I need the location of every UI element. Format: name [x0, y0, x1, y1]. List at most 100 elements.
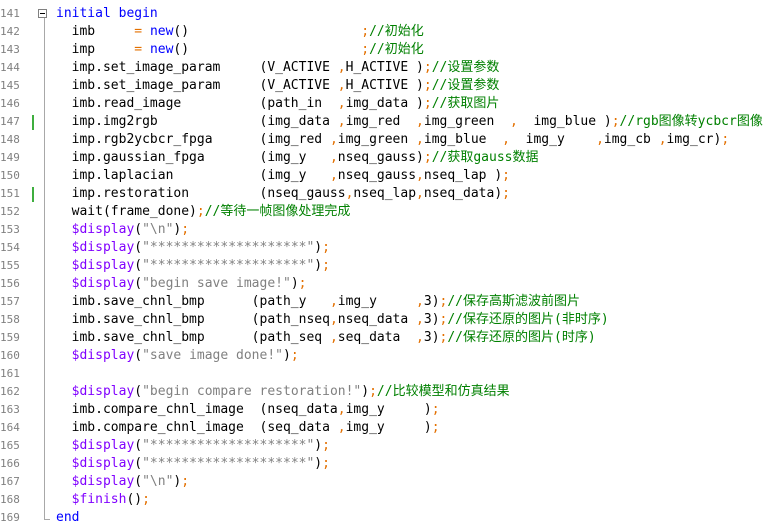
- code-line[interactable]: 158 imb.save_chnl_bmp (path_nseq,nseq_da…: [0, 311, 781, 329]
- code-line[interactable]: 159 imb.save_chnl_bmp (path_seq ,seq_dat…: [0, 329, 781, 347]
- code-token: (: [134, 348, 143, 363]
- code-token: ;: [196, 204, 205, 219]
- code-text: $display("\n");: [56, 221, 189, 239]
- line-number: 142: [0, 25, 20, 38]
- code-line[interactable]: 161: [0, 365, 781, 383]
- line-number: 154: [0, 241, 20, 254]
- code-token: nseq_gauss): [337, 150, 424, 165]
- code-token: (: [134, 474, 143, 489]
- line-number: 155: [0, 259, 20, 272]
- code-line[interactable]: 149 imp.gaussian_fpga (img_y ,nseq_gauss…: [0, 149, 781, 167]
- code-line[interactable]: 165 $display("********************");: [0, 437, 781, 455]
- code-line[interactable]: 152 wait(frame_done);//等待一帧图像处理完成: [0, 203, 781, 221]
- code-token: (): [173, 42, 190, 57]
- code-token: ;: [423, 150, 432, 165]
- code-line[interactable]: 168 $finish();: [0, 491, 781, 509]
- code-token: //获取gauss数据: [431, 150, 539, 165]
- code-line[interactable]: 162 $display("begin compare restoration!…: [0, 383, 781, 401]
- code-token: nseq_lap ): [423, 168, 503, 183]
- code-token: ;: [423, 60, 432, 75]
- code-line[interactable]: 150 imp.laplacian (img_y ,nseq_gauss,nse…: [0, 167, 781, 185]
- code-token: imb.save_chnl_bmp (path_y: [56, 294, 330, 309]
- code-token: ;: [322, 456, 330, 471]
- code-token: new: [149, 24, 174, 39]
- code-token: "\n": [142, 222, 174, 237]
- code-token: ;: [423, 78, 432, 93]
- code-token: $display: [56, 222, 135, 237]
- code-token: ,: [329, 330, 338, 345]
- line-number: 168: [0, 493, 20, 506]
- code-line[interactable]: 160 $display("save image done!");: [0, 347, 781, 365]
- line-number: 169: [0, 511, 20, 524]
- line-number: 151: [0, 187, 20, 200]
- code-line[interactable]: 163 imb.compare_chnl_image (nseq_data,im…: [0, 401, 781, 419]
- code-token: //rgb图像转ycbcr图像: [619, 114, 763, 129]
- code-text: imp.gaussian_fpga (img_y ,nseq_gauss);//…: [56, 149, 539, 167]
- code-line[interactable]: 151 imp.restoration (nseq_gauss,nseq_lap…: [0, 185, 781, 203]
- code-token: "********************": [142, 456, 315, 471]
- code-line[interactable]: 166 $display("********************");: [0, 455, 781, 473]
- code-token: 3): [423, 294, 440, 309]
- code-token: //保存还原的图片(非时序): [447, 312, 609, 327]
- code-token: ;: [502, 186, 510, 201]
- code-token: (: [134, 276, 143, 291]
- code-text: $finish();: [56, 491, 150, 509]
- code-line[interactable]: 164 imb.compare_chnl_image (seq_data ,im…: [0, 419, 781, 437]
- code-line[interactable]: 153 $display("\n");: [0, 221, 781, 239]
- line-number: 150: [0, 169, 20, 182]
- code-line[interactable]: 157 imb.save_chnl_bmp (path_y ,img_y ,3)…: [0, 293, 781, 311]
- code-token: ;: [439, 312, 448, 327]
- code-line[interactable]: 147 imp.img2rgb (img_data ,img_red ,img_…: [0, 113, 781, 131]
- code-token: "begin compare restoration!": [142, 384, 362, 399]
- line-number: 158: [0, 313, 20, 326]
- code-line[interactable]: 148 imp.rgb2ycbcr_fpga (img_red ,img_gre…: [0, 131, 781, 149]
- code-token: nseq_data: [337, 312, 417, 327]
- fold-toggle-icon[interactable]: [38, 9, 47, 18]
- code-token: ,: [345, 186, 354, 201]
- code-token: //保存还原的图片(时序): [447, 330, 596, 345]
- code-line[interactable]: 143 imp = new() ;//初始化: [0, 41, 781, 59]
- line-number: 144: [0, 61, 20, 74]
- code-line[interactable]: 167 $display("\n");: [0, 473, 781, 491]
- code-token: "********************": [142, 258, 315, 273]
- code-token: img_blue: [423, 132, 503, 147]
- code-text: initial begin: [56, 5, 158, 23]
- code-text: $display("\n");: [56, 473, 189, 491]
- code-token: $display: [56, 276, 135, 291]
- code-text: $display("********************");: [56, 239, 330, 257]
- code-token: img_red: [345, 114, 417, 129]
- code-token: img_y ): [345, 402, 432, 417]
- code-line[interactable]: 169 end: [0, 509, 781, 527]
- code-token: initial begin: [56, 6, 158, 21]
- code-line[interactable]: 146 imb.read_image (path_in ,img_data );…: [0, 95, 781, 113]
- code-line[interactable]: 154 $display("********************");: [0, 239, 781, 257]
- code-text: imb = new() ;//初始化: [56, 23, 424, 41]
- code-token: ): [314, 240, 323, 255]
- code-token: ): [314, 258, 323, 273]
- line-number: 165: [0, 439, 20, 452]
- code-token: ): [283, 348, 291, 363]
- line-number: 143: [0, 43, 20, 56]
- code-token: ,: [416, 114, 424, 129]
- code-token: //初始化: [369, 24, 424, 39]
- code-token: ,: [337, 114, 346, 129]
- code-line[interactable]: 142 imb = new() ;//初始化: [0, 23, 781, 41]
- code-token: nseq_lap: [353, 186, 417, 201]
- code-line[interactable]: 155 $display("********************");: [0, 257, 781, 275]
- code-line[interactable]: 144 imp.set_image_param (V_ACTIVE ,H_ACT…: [0, 59, 781, 77]
- code-line[interactable]: 156 $display("begin save image!");: [0, 275, 781, 293]
- line-number: 157: [0, 295, 20, 308]
- code-token: imp.restoration (nseq_gauss: [56, 186, 346, 201]
- code-text: $display("save image done!");: [56, 347, 299, 365]
- line-number: 152: [0, 205, 20, 218]
- code-token: img_cr): [666, 132, 722, 147]
- line-number-gutter: [0, 0, 30, 532]
- code-text: end: [56, 509, 79, 527]
- line-number: 163: [0, 403, 20, 416]
- code-token: imb.read_image (path_in: [56, 96, 338, 111]
- code-token: ,: [416, 132, 424, 147]
- code-line[interactable]: 145 imb.set_image_param (V_ACTIVE ,H_ACT…: [0, 77, 781, 95]
- code-text: imb.read_image (path_in ,img_data );//获取…: [56, 95, 500, 113]
